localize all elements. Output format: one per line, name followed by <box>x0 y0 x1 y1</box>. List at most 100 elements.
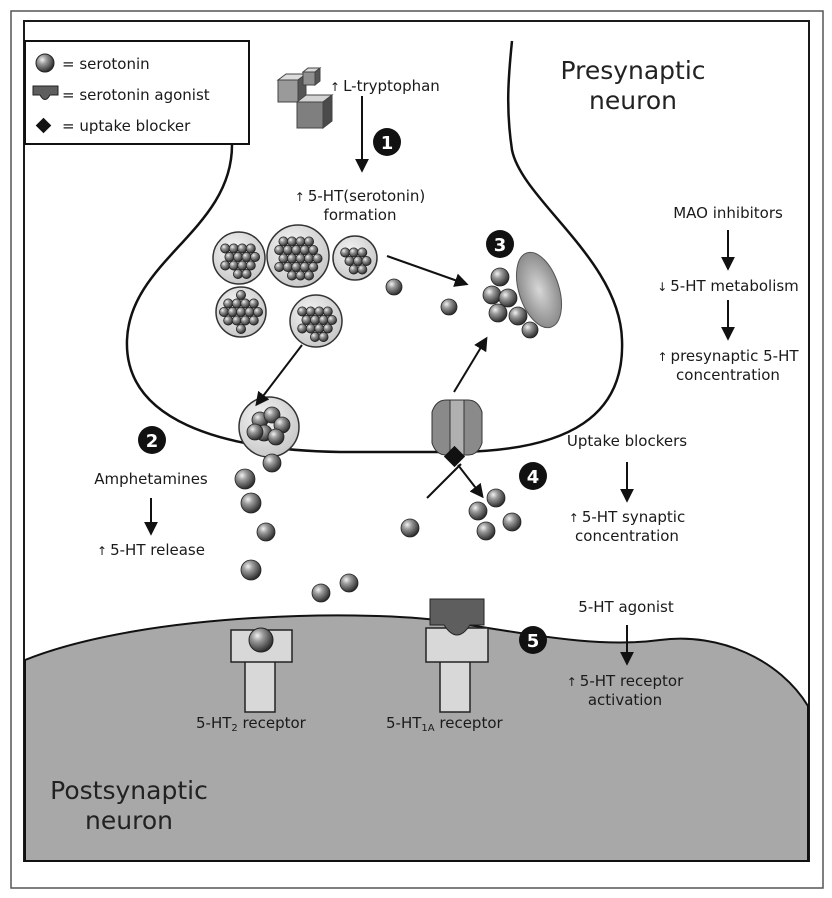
step-3-label: 3 <box>494 235 507 256</box>
serotonin-molecule <box>240 559 262 581</box>
serotonin-molecule <box>311 583 331 603</box>
packed-serotonin <box>286 253 297 264</box>
packed-serotonin <box>274 261 285 272</box>
packed-serotonin <box>318 331 329 342</box>
agonist-title: 5-HT agonist <box>578 598 674 616</box>
packed-serotonin <box>303 270 314 281</box>
arrows <box>144 96 735 666</box>
packed-serotonin <box>248 298 259 309</box>
vesicle-group <box>212 224 378 458</box>
amphetamines-title: Amphetamines <box>94 470 208 488</box>
packed-serotonin <box>235 306 246 317</box>
packed-serotonin <box>224 251 235 262</box>
increase-arrow-icon: ↑ <box>657 350 668 364</box>
reuptake-transporter <box>431 399 483 468</box>
step-1-marker <box>373 128 401 156</box>
mao-inhibitors-title: MAO inhibitors <box>673 204 783 222</box>
mao-effect-metabolism: ↓5-HT metabolism <box>657 277 799 295</box>
uptake-blockers-title: Uptake blockers <box>566 432 688 450</box>
serotonin-molecule <box>468 501 488 521</box>
packed-serotonin <box>297 323 308 334</box>
step-2-label: 2 <box>146 431 159 452</box>
packed-serotonin <box>245 243 256 254</box>
formation-label: ↑5-HT(serotonin) formation <box>294 187 426 224</box>
bound-agonist <box>429 598 485 636</box>
packed-serotonin <box>231 315 242 326</box>
packed-serotonin <box>352 255 363 266</box>
packed-serotonin <box>314 306 325 317</box>
presynaptic-membrane <box>125 40 624 454</box>
packed-serotonin <box>252 306 263 317</box>
packed-serotonin <box>231 298 242 309</box>
serotonin-molecule <box>256 522 276 542</box>
packed-serotonin <box>249 251 260 262</box>
packed-serotonin <box>263 406 281 424</box>
packed-serotonin <box>309 314 320 325</box>
packed-serotonin <box>348 264 359 275</box>
serotonin-molecule <box>521 321 539 339</box>
5ht1a-receptor <box>425 598 489 713</box>
packed-serotonin <box>286 270 297 281</box>
step-4-marker <box>519 462 547 490</box>
packed-serotonin <box>228 243 239 254</box>
packed-serotonin <box>244 306 255 317</box>
packed-serotonin <box>308 244 319 255</box>
blocker-legend-icon <box>35 117 52 134</box>
serotonin-molecule <box>486 488 506 508</box>
packed-serotonin <box>291 244 302 255</box>
serotonin-molecule <box>508 306 528 326</box>
serotonin-molecule <box>339 573 359 593</box>
packed-serotonin <box>223 298 234 309</box>
serotonin-molecule <box>385 278 403 296</box>
packed-serotonin <box>303 253 314 264</box>
packed-serotonin <box>246 423 264 441</box>
packed-serotonin <box>314 323 325 334</box>
packed-serotonin <box>322 306 333 317</box>
packed-serotonin <box>344 255 355 266</box>
packed-serotonin <box>223 315 234 326</box>
packed-serotonin <box>326 314 337 325</box>
packed-serotonin <box>357 264 368 275</box>
packed-serotonin <box>308 261 319 272</box>
packed-serotonin <box>274 244 285 255</box>
packed-serotonin <box>301 314 312 325</box>
packed-serotonin <box>299 244 310 255</box>
packed-serotonin <box>245 260 256 271</box>
packed-serotonin <box>220 260 231 271</box>
packed-serotonin <box>237 243 248 254</box>
packed-serotonin <box>318 314 329 325</box>
packed-serotonin <box>361 255 372 266</box>
legend <box>24 40 250 145</box>
postsynaptic-title: Postsynaptic neuron <box>50 776 208 835</box>
packed-serotonin <box>297 306 308 317</box>
packed-serotonin <box>340 247 351 258</box>
serotonin-legend-icon <box>35 53 55 73</box>
mao-enzyme-disk <box>515 251 563 329</box>
packed-serotonin <box>295 270 306 281</box>
packed-serotonin <box>286 236 297 247</box>
packed-serotonin <box>348 247 359 258</box>
packed-serotonin <box>282 261 293 272</box>
packed-serotonin <box>357 247 368 258</box>
step-3-marker <box>486 230 514 258</box>
packed-serotonin <box>237 260 248 271</box>
packed-serotonin <box>278 236 289 247</box>
tryptophan-label: ↑L-tryptophan <box>330 77 440 95</box>
serotonin-molecule <box>502 512 522 532</box>
agonist-effect: ↑5-HT receptor activation <box>566 672 684 709</box>
increase-arrow-icon: ↑ <box>330 80 341 94</box>
legend-blocker-label: = uptake blocker <box>62 117 191 135</box>
tryptophan-cubes-icon <box>276 66 334 130</box>
step-2-marker <box>138 426 166 454</box>
serotonin-molecule <box>476 521 496 541</box>
packed-serotonin <box>322 323 333 334</box>
serotonin-molecule <box>234 468 256 490</box>
legend-serotonin-label: = serotonin <box>62 55 150 73</box>
packed-serotonin <box>295 253 306 264</box>
packed-serotonin <box>295 236 306 247</box>
packed-serotonin <box>312 253 323 264</box>
step-5-marker <box>519 626 547 654</box>
increase-arrow-icon: ↑ <box>568 511 579 525</box>
step-markers: 1 2 3 4 5 <box>138 128 547 654</box>
